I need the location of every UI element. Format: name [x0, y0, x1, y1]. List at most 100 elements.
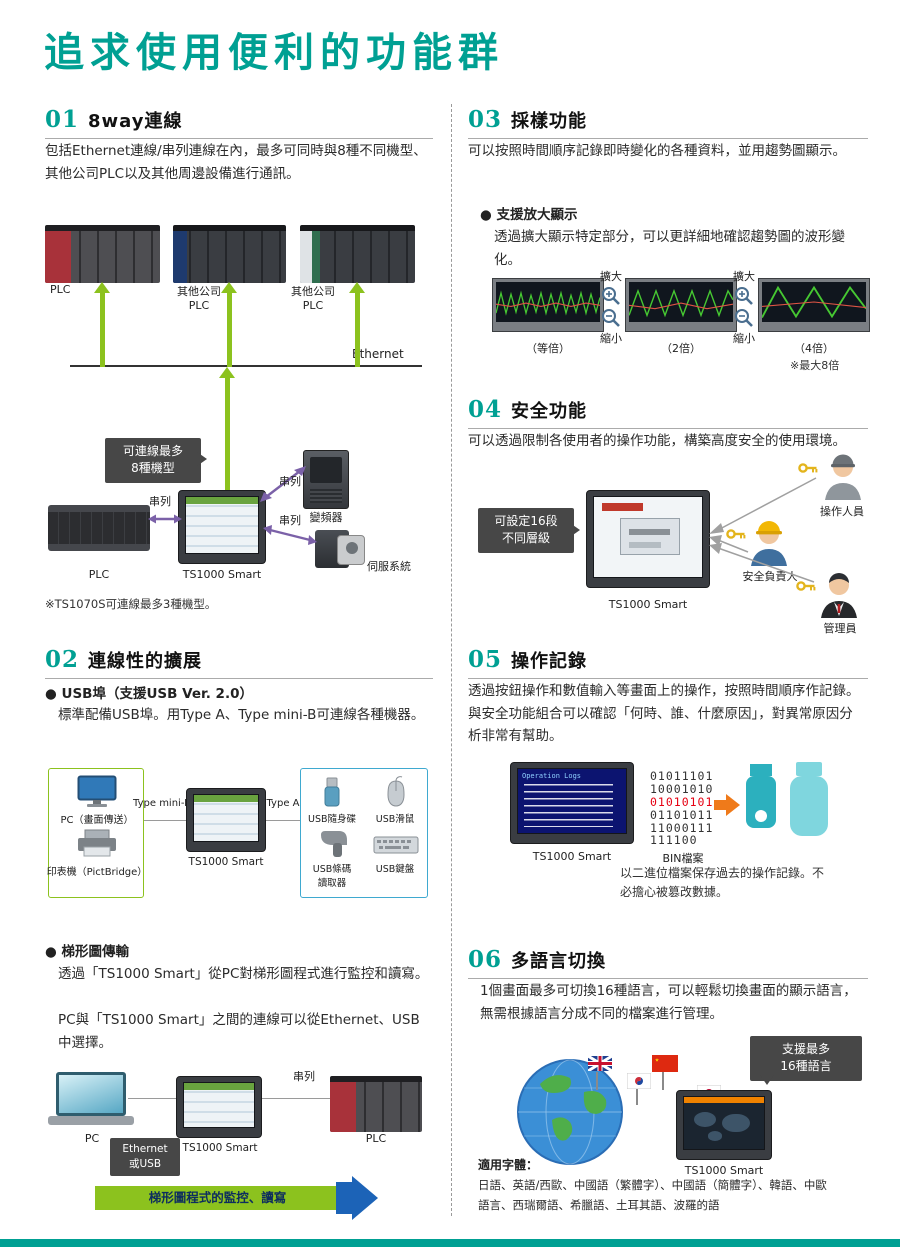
ladder-body-1: 透過「TS1000 Smart」從PC對梯形圖程式進行監控和讀寫。	[58, 966, 429, 982]
binary-line: 111100	[650, 833, 698, 848]
hmi-ts1000-device	[586, 490, 710, 588]
servo-caption: 伺服系統	[367, 560, 411, 573]
section-04-number: 04	[468, 396, 503, 423]
other-plc-label-line1: 其他公司	[177, 285, 221, 298]
zoom-controls: 擴大 縮小	[730, 268, 758, 346]
section-01-note: ※TS1070S可連線最多3種機型。	[45, 597, 217, 611]
badge-line1: 支援最多	[781, 1042, 830, 1056]
trend-screen	[496, 282, 600, 322]
pc-printer-box: PC（畫面傳送） 印表機（PictBridge）	[47, 768, 147, 898]
hmi-ts1000-device	[186, 788, 266, 852]
section-03-title: 採樣功能	[511, 111, 588, 132]
section-06-title: 多語言切換	[511, 951, 607, 972]
hmi-ts1000-device	[178, 490, 266, 564]
laptop-screen	[56, 1072, 126, 1116]
hmi-screen	[193, 794, 259, 842]
badge-line2: 8種機型	[131, 461, 175, 476]
ethernet-arrow	[94, 282, 110, 367]
badge-line1: 可設定16段	[494, 514, 558, 528]
other-plc-device	[173, 225, 286, 283]
trend-caption-1x: （等倍）	[526, 342, 570, 355]
badge-line2: 16種語言	[780, 1059, 832, 1074]
zoom-in-label: 擴大	[600, 270, 622, 283]
zoom-in-label: 擴大	[733, 270, 755, 283]
section-06-number: 06	[468, 946, 503, 973]
hmi-map-screen	[683, 1096, 765, 1150]
max-connection-badge: 可連線最多 8種機型	[105, 438, 201, 483]
security-level-badge: 可設定16段 不同層級	[478, 508, 574, 553]
badge-line1: Ethernet	[122, 1143, 168, 1155]
page-title: 追求使用便利的功能群	[44, 29, 504, 76]
ladder-body-2: PC與「TS1000 Smart」之間的連線可以從Ethernet、USB中選擇…	[58, 1012, 420, 1051]
hmi-screen	[183, 1082, 255, 1128]
ethernet-label: Ethernet	[352, 347, 404, 361]
ethernet-arrow	[221, 282, 237, 367]
log-screen-title: Operation Logs	[522, 772, 582, 780]
banner-arrow-head-icon	[352, 1176, 378, 1220]
usb-scanner-label-line1: USB條碼	[312, 864, 352, 875]
connector-line	[266, 820, 300, 821]
usb-flash-label: USB隨身碟	[307, 814, 356, 825]
trend-screenshot-4x	[758, 278, 870, 332]
badge-pointer-icon	[760, 1075, 774, 1085]
plc-device	[330, 1076, 422, 1132]
bin-file-caption: BIN檔案	[662, 852, 704, 865]
usb-mouse-label: USB滑鼠	[375, 814, 415, 825]
other-plc-label-line1: 其他公司	[291, 285, 335, 298]
key-icon	[796, 581, 816, 591]
ladder-banner: 梯形圖程式的監控、讀寫	[95, 1186, 340, 1210]
serial-arrow-icon	[148, 514, 182, 524]
trend-screenshot-1x	[492, 278, 604, 332]
serial-label: 串列	[149, 495, 171, 508]
servo-shaft	[346, 542, 358, 554]
korea-flag-icon	[627, 1073, 651, 1089]
hmi-caption: TS1000 Smart	[182, 1142, 258, 1154]
zoom-out-label: 縮小	[733, 332, 755, 345]
binary-note: 以二進位檔案保存過去的操作記錄。不必擔心被篡改數據。	[620, 866, 825, 900]
serial-arrow-icon	[263, 525, 317, 545]
connector-line	[128, 1098, 176, 1099]
section-01-number: 01	[45, 106, 80, 133]
key-icon	[726, 529, 746, 539]
section-03-number: 03	[468, 106, 503, 133]
flag-pole	[636, 1089, 638, 1105]
uk-flag-icon	[588, 1056, 612, 1071]
transfer-arrow-icon	[714, 794, 740, 816]
hmi-caption: TS1000 Smart	[532, 850, 612, 863]
usb-mouse-icon	[387, 776, 405, 807]
section-04-body: 可以透過限制各使用者的操作功能，構築高度安全的使用環境。	[468, 433, 846, 449]
printer-label: 印表機（PictBridge）	[46, 867, 148, 878]
usb-scanner-label: USB條碼 讀取器	[301, 861, 363, 889]
other-plc-device	[300, 225, 415, 283]
section-01-heading: 01 8way連線	[45, 106, 433, 139]
operator-user-icon	[825, 454, 861, 500]
section-02-number: 02	[45, 646, 80, 673]
bottom-accent-bar	[0, 1239, 900, 1247]
serial-arrow-icon	[260, 466, 306, 502]
inverter-vents	[310, 489, 342, 503]
binary-line: 01101011	[650, 807, 714, 822]
other-plc-label: 其他公司 PLC	[170, 283, 228, 312]
section-03-heading: 03 採樣功能	[468, 106, 868, 139]
ladder-transfer-bullet: ● 梯形圖傳輸	[45, 944, 129, 960]
section-02-heading: 02 連線性的擴展	[45, 646, 433, 679]
hmi-screen	[185, 496, 259, 554]
hmi-ts1000-device	[176, 1076, 262, 1138]
type-minib-label: Type mini-B	[133, 798, 191, 809]
hmi-uplink-arrow	[219, 367, 235, 490]
badge-line2: 或USB	[128, 1158, 162, 1171]
section-05-title: 操作記錄	[511, 651, 588, 672]
usb-devices-box: USB隨身碟 USB滑鼠 USB條碼 讀取器 USB鍵盤	[300, 768, 428, 898]
inverter-panel	[310, 457, 342, 483]
section-06-body: 1個畫面最多可切換16種語言，可以輕鬆切換畫面的顯示語言，無需根據語言分成不同的…	[480, 983, 857, 1022]
pc-caption: PC	[84, 1132, 100, 1145]
section-01-body: 包括Ethernet連線/串列連線在內，最多可同時與8種不同機型、其他公司PLC…	[45, 143, 427, 182]
badge-line2: 不同層級	[501, 531, 550, 546]
magnifier-minus-icon	[602, 309, 620, 327]
connector-line	[262, 1098, 330, 1099]
fonts-title: 適用字體：	[478, 1158, 539, 1172]
plc-device	[45, 225, 160, 283]
section-01-title: 8way連線	[88, 111, 183, 132]
zoom-display-body: 透過擴大顯示特定部分，可以更詳細地確認趨勢圖的波形變化。	[494, 229, 845, 268]
